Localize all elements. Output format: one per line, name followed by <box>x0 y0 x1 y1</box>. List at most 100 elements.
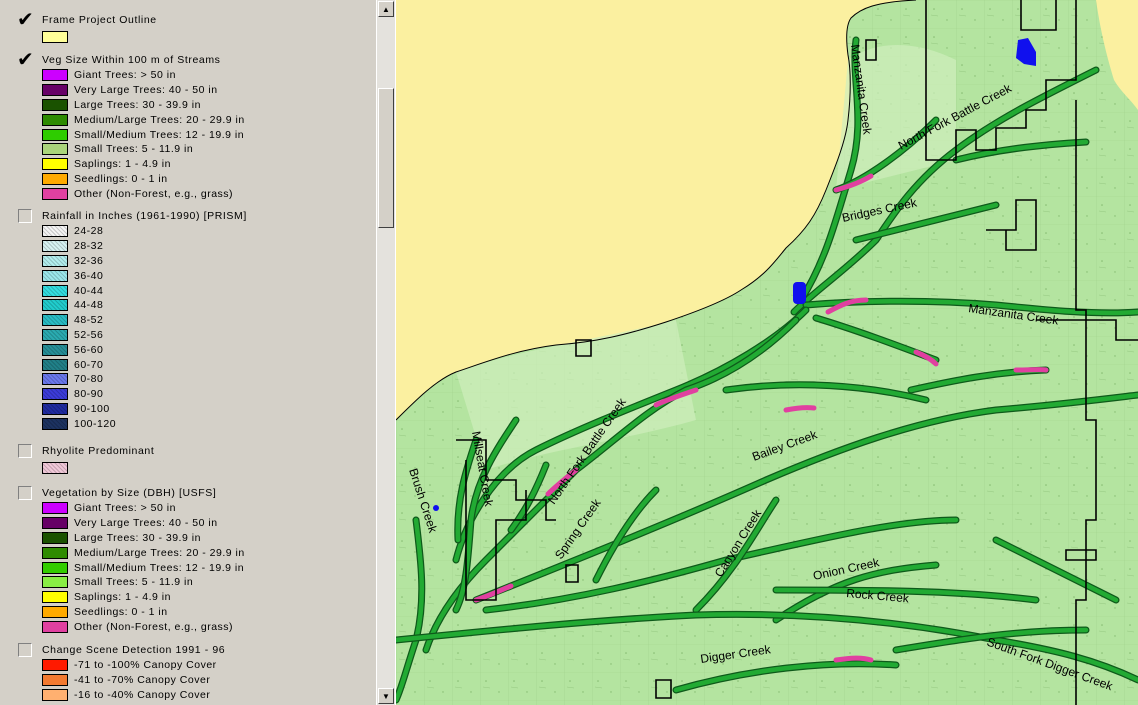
legend-item: Small Trees: 5 - 11.9 in <box>42 142 245 157</box>
layer-title[interactable]: Vegetation by Size (DBH) [USFS] <box>42 487 217 499</box>
legend-swatch <box>42 343 68 356</box>
layer-visibility-checkbox[interactable] <box>18 209 32 223</box>
layer-visibility-checkbox[interactable] <box>18 444 32 458</box>
legend-swatch <box>42 561 68 574</box>
stream-buffer <box>473 392 1138 603</box>
legend-item: 90-100 <box>42 402 247 417</box>
legend-swatch <box>42 688 68 701</box>
legend-item-label: -16 to -40% Canopy Cover <box>74 688 211 701</box>
legend-item-label: Large Trees: 30 - 39.9 in <box>74 531 201 544</box>
layer-visibility-checkbox[interactable]: ✔ <box>17 7 34 31</box>
legend-item: 24-28 <box>42 224 247 239</box>
layer-title[interactable]: Rhyolite Predominant <box>42 445 155 457</box>
stream-buffer <box>396 517 425 703</box>
stream-buffer <box>673 661 899 693</box>
project-boundary-line <box>1020 0 1057 31</box>
legend-item: Small/Medium Trees: 12 - 19.9 in <box>42 127 245 142</box>
legend-swatch <box>42 531 68 544</box>
layer-title[interactable]: Frame Project Outline <box>42 14 157 26</box>
legend-item: 48-52 <box>42 313 247 328</box>
legend-swatch <box>42 299 68 312</box>
layer-visibility-checkbox[interactable]: ✔ <box>17 47 34 71</box>
legend-swatch <box>42 591 68 604</box>
stream-buffer <box>893 627 1089 653</box>
water-body <box>1016 38 1036 66</box>
legend-item-label: Other (Non-Forest, e.g., grass) <box>74 620 234 633</box>
legend-item-label: Seedlings: 0 - 1 in <box>74 605 168 618</box>
legend-swatch <box>42 128 68 141</box>
legend-layer-header: Rhyolite Predominant <box>18 443 154 459</box>
legend-panel: ✔ Frame Project Outline ✔ Veg Size Within 1… <box>0 0 395 705</box>
legend-swatch <box>42 225 68 238</box>
legend-scrollbar[interactable]: ▲ ▼ <box>376 0 395 705</box>
legend-swatch <box>42 314 68 327</box>
legend-item: Other (Non-Forest, e.g., grass) <box>42 619 245 634</box>
legend-swatch <box>42 576 68 589</box>
legend-swatch <box>42 240 68 253</box>
legend-item-label: Very Large Trees: 40 - 50 in <box>74 84 218 97</box>
legend-swatch <box>42 328 68 341</box>
legend-item <box>42 461 154 476</box>
legend-item: Giant Trees: > 50 in <box>42 68 245 83</box>
stream-buffer <box>593 487 659 583</box>
legend-item: Large Trees: 30 - 39.9 in <box>42 98 245 113</box>
scroll-up-button[interactable]: ▲ <box>378 1 394 17</box>
legend-item: 44-48 <box>42 298 247 313</box>
legend-item-label: Small Trees: 5 - 11.9 in <box>74 143 194 156</box>
project-boundary-line <box>575 339 592 357</box>
legend-layer-header: ✔ Veg Size Within 100 m of Streams <box>17 47 245 71</box>
legend-swatch <box>42 388 68 401</box>
legend-item: 36-40 <box>42 268 247 283</box>
legend-item-label: 28-32 <box>74 240 104 253</box>
layer-title[interactable]: Veg Size Within 100 m of Streams <box>42 54 221 66</box>
legend-item-label: Seedlings: 0 - 1 in <box>74 172 168 185</box>
legend-swatch <box>42 417 68 430</box>
legend-swatch <box>42 69 68 82</box>
legend-item: 28-32 <box>42 239 247 254</box>
stream-buffer <box>453 417 519 613</box>
legend-swatch <box>42 84 68 97</box>
legend-item: Saplings: 1 - 4.9 in <box>42 590 245 605</box>
stream-buffer <box>953 139 1089 163</box>
legend-swatch <box>42 674 68 687</box>
legend-layer-header: Vegetation by Size (DBH) [USFS] <box>18 485 245 501</box>
map-label-rock-creek: Rock Creek <box>846 586 911 605</box>
layer-title[interactable]: Change Scene Detection 1991 - 96 <box>42 644 226 656</box>
legend-item-label: 56-60 <box>74 343 104 356</box>
project-boundary-line <box>1075 100 1097 705</box>
forest-edge <box>396 0 917 421</box>
non-forest-buffer-segment <box>825 297 869 315</box>
project-boundary-line <box>1065 549 1097 561</box>
legend-item: Very Large Trees: 40 - 50 in <box>42 516 245 531</box>
forest-light-patch <box>456 320 696 470</box>
legend-item: 40-44 <box>42 283 247 298</box>
project-boundary-line <box>456 439 556 521</box>
water-body <box>433 505 439 511</box>
scroll-thumb[interactable] <box>378 88 394 228</box>
legend-item: Small/Medium Trees: 12 - 19.9 in <box>42 560 245 575</box>
non-forest-buffer-segment <box>653 387 699 408</box>
stream-buffer <box>993 537 1119 603</box>
layer-visibility-checkbox[interactable] <box>18 643 32 657</box>
legend-swatch <box>42 402 68 415</box>
legend-item: Giant Trees: > 50 in <box>42 501 245 516</box>
legend-swatch <box>42 517 68 530</box>
legend-swatch <box>42 462 68 475</box>
legend-item-label: Saplings: 1 - 4.9 in <box>74 591 171 604</box>
legend-item: Small Trees: 5 - 11.9 in <box>42 575 245 590</box>
scroll-down-button[interactable]: ▼ <box>378 688 394 704</box>
stream-buffer <box>396 612 1138 683</box>
layer-title[interactable]: Rainfall in Inches (1961-1990) [PRISM] <box>42 210 247 222</box>
legend-item-label: -71 to -100% Canopy Cover <box>74 659 217 672</box>
non-forest-buffer-segment <box>783 405 817 413</box>
legend-item: 32-36 <box>42 254 247 269</box>
layer-visibility-checkbox[interactable] <box>18 486 32 500</box>
legend-item-label: -41 to -70% Canopy Cover <box>74 674 211 687</box>
legend-item-label: Saplings: 1 - 4.9 in <box>74 158 171 171</box>
legend-item-label: 44-48 <box>74 299 104 312</box>
legend-item-label: 48-52 <box>74 314 104 327</box>
non-forest-buffer-segment <box>545 467 579 497</box>
stream-buffer <box>798 37 861 303</box>
